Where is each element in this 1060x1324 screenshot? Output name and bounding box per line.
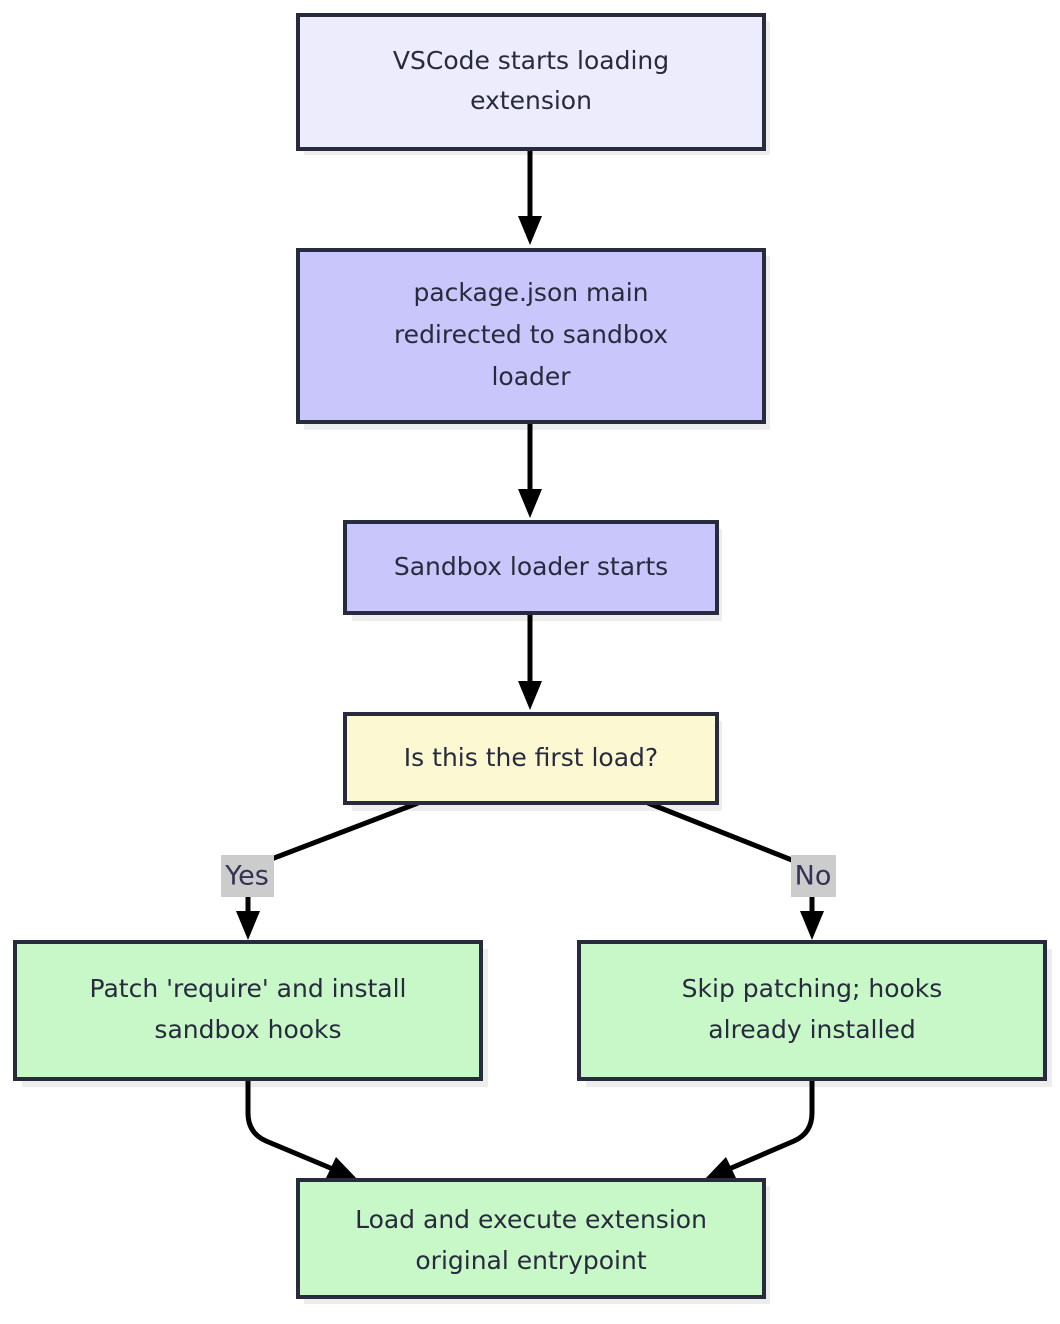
node-patch-box[interactable] xyxy=(13,940,483,1081)
node-shadows xyxy=(22,21,1052,1304)
flow-nodes: VSCode starts loading extension package.… xyxy=(13,13,1047,1299)
arrowhead-icon xyxy=(236,911,260,940)
node-loader-label: Sandbox loader starts xyxy=(394,552,668,581)
node-packagejson-main-redirected[interactable]: package.json main redirected to sandbox … xyxy=(296,248,766,424)
arrowhead-icon xyxy=(704,1157,736,1180)
node-loader-box[interactable] xyxy=(343,520,719,615)
flow-edges xyxy=(236,147,824,1180)
node-vscode-starts-loading-extension[interactable]: VSCode starts loading extension xyxy=(296,13,766,151)
node-is-this-the-first-load[interactable]: Is this the first load? xyxy=(343,712,719,805)
arrowhead-icon xyxy=(326,1157,358,1180)
node-start-label-line-1: VSCode starts loading xyxy=(393,46,669,75)
edge-redirect-to-loader xyxy=(518,422,542,518)
arrowhead-icon xyxy=(800,911,824,940)
arrowhead-icon xyxy=(518,681,542,710)
edge-start-to-redirect xyxy=(518,147,542,245)
edge-skip-to-execute xyxy=(704,1079,815,1180)
node-redirect-label-line-1: package.json main xyxy=(413,278,648,307)
node-start-box[interactable] xyxy=(296,13,766,151)
node-execute-label-line-2: original entrypoint xyxy=(415,1246,646,1275)
arrowhead-icon xyxy=(518,489,542,518)
edge-loader-to-decision xyxy=(518,613,542,710)
node-skip-label-line-2: already installed xyxy=(708,1015,915,1044)
edge-label-yes-bg xyxy=(221,855,274,897)
node-patch-label-line-2: sandbox hooks xyxy=(154,1015,341,1044)
node-decision-label: Is this the first load? xyxy=(404,743,658,772)
edge-label-yes: Yes xyxy=(221,855,274,897)
node-patch-require-install-hooks[interactable]: Patch 'require' and install sandbox hook… xyxy=(13,940,483,1081)
node-load-execute-original-entrypoint[interactable]: Load and execute extension original entr… xyxy=(296,1178,766,1299)
node-patch-label-line-1: Patch 'require' and install xyxy=(90,974,407,1003)
edge-label-no-bg xyxy=(791,855,836,897)
node-redirect-box[interactable] xyxy=(296,248,766,424)
node-skip-patching-hooks-installed[interactable]: Skip patching; hooks already installed xyxy=(577,940,1047,1081)
node-execute-label-line-1: Load and execute extension xyxy=(355,1205,707,1234)
arrowhead-icon xyxy=(518,216,542,245)
node-skip-label-line-1: Skip patching; hooks xyxy=(682,974,943,1003)
node-decision-box[interactable] xyxy=(343,712,719,805)
node-sandbox-loader-starts[interactable]: Sandbox loader starts xyxy=(343,520,719,615)
node-redirect-label-line-3: loader xyxy=(491,362,571,391)
node-start-label-line-2: extension xyxy=(470,86,592,115)
edge-label-yes-text: Yes xyxy=(224,861,269,892)
node-execute-box[interactable] xyxy=(296,1178,766,1299)
edge-patch-to-execute xyxy=(245,1079,358,1180)
edge-labels: Yes No xyxy=(221,855,836,897)
edge-label-no: No xyxy=(791,855,836,897)
node-redirect-label-line-2: redirected to sandbox xyxy=(394,320,668,349)
edge-label-no-text: No xyxy=(795,861,832,892)
node-skip-box[interactable] xyxy=(577,940,1047,1081)
